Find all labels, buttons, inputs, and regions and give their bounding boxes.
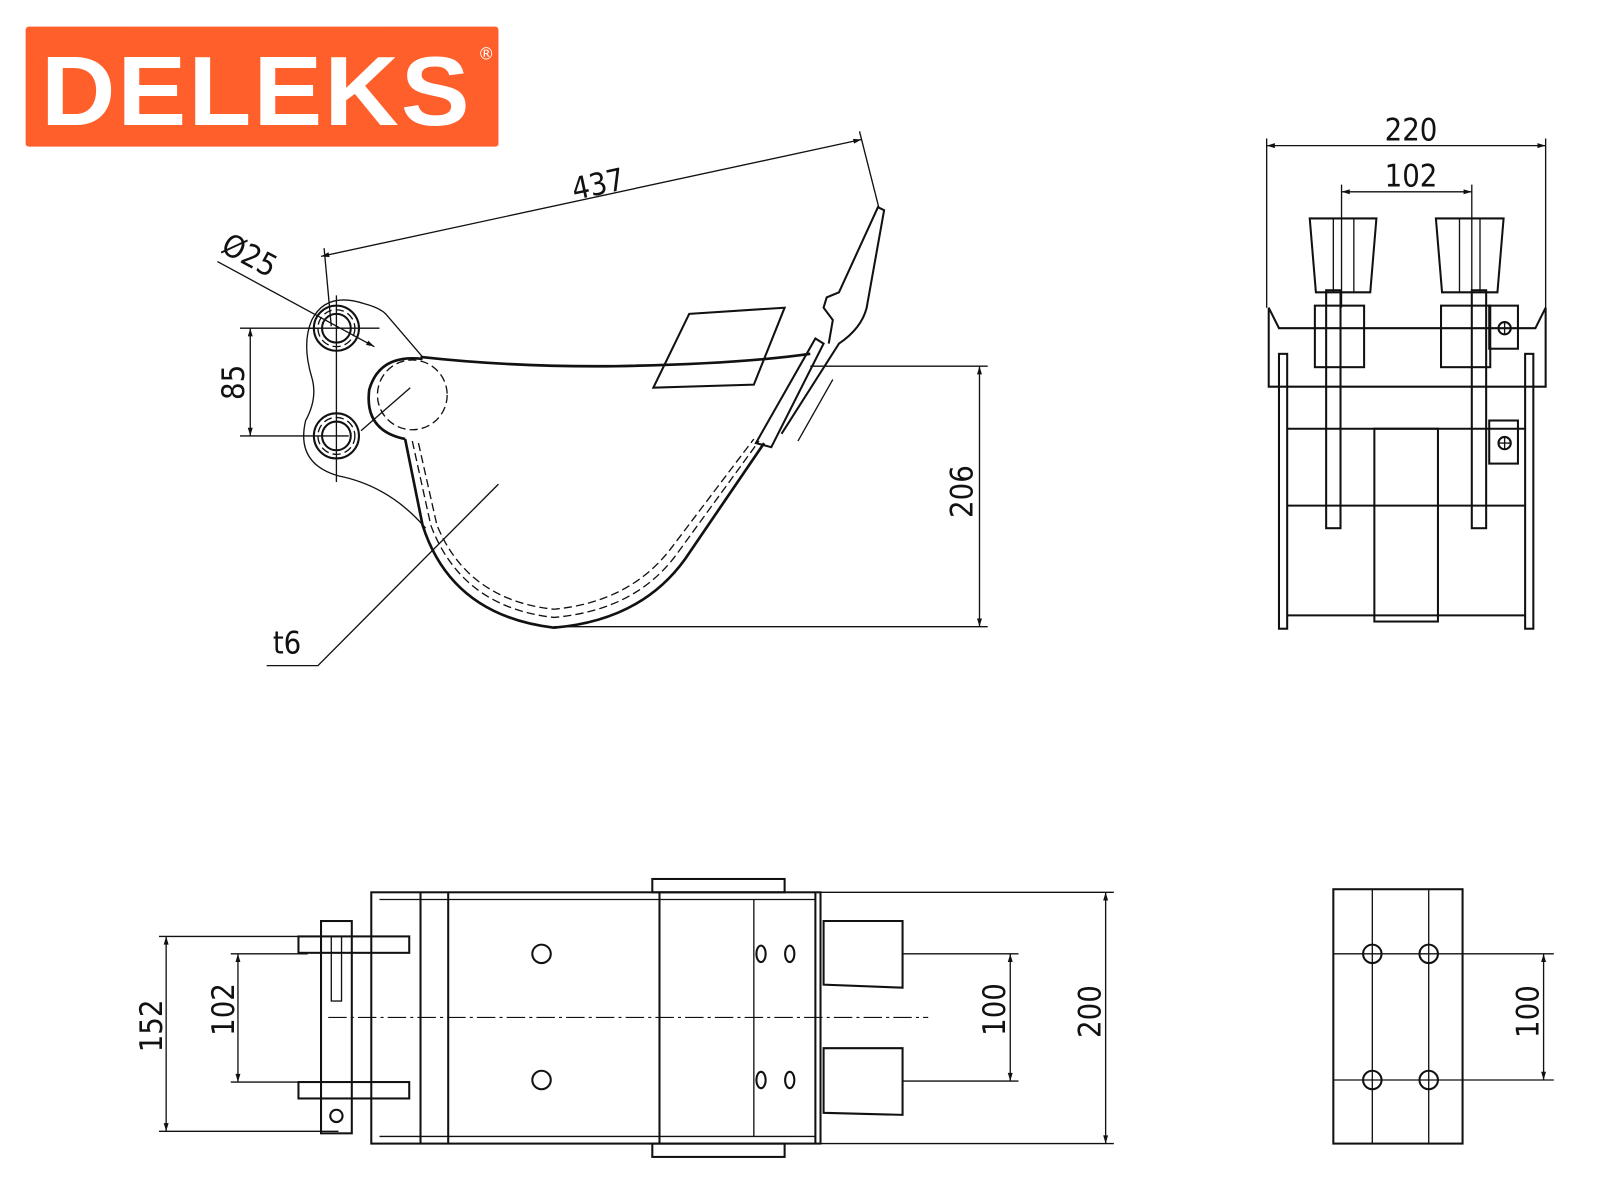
dim-inner-ear-102: 102 bbox=[206, 983, 242, 1036]
ear-left bbox=[1325, 289, 1342, 530]
cutting-edge bbox=[754, 337, 825, 449]
side-view: 437 Ø25 85 bbox=[216, 131, 988, 667]
end-view: 100 bbox=[1332, 888, 1554, 1145]
end-plate bbox=[1332, 888, 1464, 1145]
ear-right bbox=[1470, 289, 1488, 530]
dim-tooth-spacing-100: 100 bbox=[977, 983, 1013, 1036]
pin bbox=[319, 919, 353, 1135]
bolt-lower bbox=[1488, 419, 1519, 465]
dim-thickness: t6 bbox=[273, 625, 301, 661]
deleks-logo: DELEKS ® bbox=[25, 26, 499, 147]
dim-hole-spacing-100: 100 bbox=[1510, 985, 1546, 1038]
dim-line-437 bbox=[320, 138, 862, 258]
logo-text: DELEKS bbox=[41, 36, 472, 146]
tooth-left bbox=[1308, 217, 1378, 294]
pivot-boss bbox=[367, 357, 423, 441]
dim-length-437: 437 bbox=[569, 162, 628, 208]
bucket-shell bbox=[403, 438, 766, 630]
top-view: 152 102 100 200 bbox=[134, 877, 1114, 1158]
dim-pin-spacing: 85 bbox=[216, 365, 252, 400]
bolt-upper bbox=[1488, 304, 1519, 350]
ear-upper bbox=[297, 935, 411, 954]
dim-width-200: 200 bbox=[1073, 985, 1109, 1038]
dim-total-width-220: 220 bbox=[1385, 113, 1438, 149]
dim-height-206: 206 bbox=[944, 465, 980, 518]
bucket-tooth bbox=[780, 205, 886, 435]
ear-lower bbox=[297, 1081, 411, 1100]
bucket-top-edge bbox=[420, 352, 811, 368]
side-plate bbox=[651, 306, 787, 389]
dim-ear-spacing-102: 102 bbox=[1385, 159, 1438, 195]
registered-mark: ® bbox=[478, 44, 494, 63]
tooth-top bbox=[822, 919, 904, 989]
bucket-top-beam bbox=[1267, 307, 1547, 388]
center-block bbox=[1373, 427, 1439, 623]
tooth-right bbox=[1434, 217, 1505, 294]
dim-outer-ear-152: 152 bbox=[134, 1000, 170, 1053]
dim-pin-diameter: Ø25 bbox=[216, 227, 283, 286]
tooth-bottom bbox=[822, 1047, 904, 1116]
mounting-plate bbox=[303, 299, 427, 529]
front-view: 220 102 bbox=[1265, 113, 1547, 630]
